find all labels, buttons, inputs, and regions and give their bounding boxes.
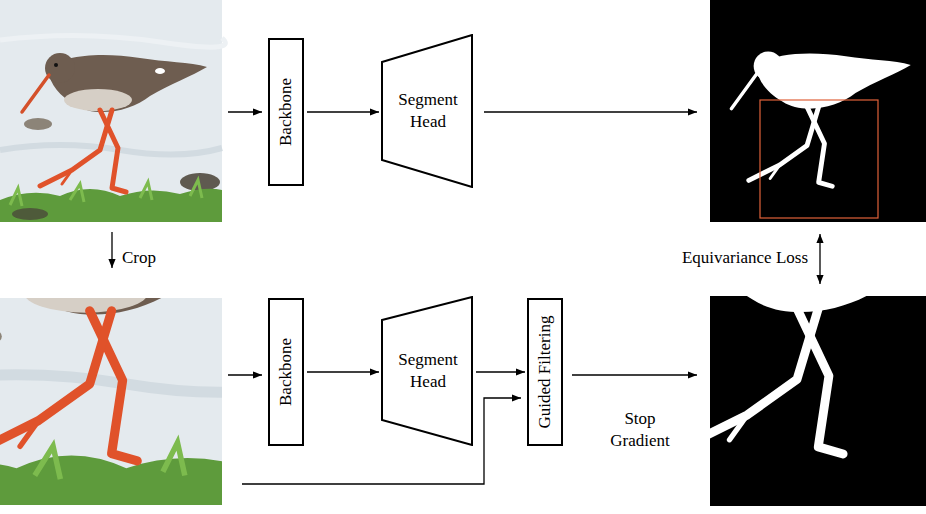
- cropped-photo: [0, 298, 222, 505]
- filter-box: Guided Filtering: [527, 298, 563, 446]
- node-label: Segment Head: [391, 89, 465, 133]
- node-label: Backbone: [276, 338, 296, 406]
- gradient-label: Stop Gradient: [604, 408, 676, 452]
- arrow-connector: [476, 371, 525, 372]
- trapezoid-outline: [381, 34, 473, 188]
- node-label: Guided Filtering: [535, 316, 555, 429]
- trapezoid-outline: [381, 296, 473, 446]
- loss-label: Equivariance Loss: [600, 247, 808, 269]
- node-label: Backbone: [276, 78, 296, 146]
- bird-photo: [0, 0, 225, 222]
- filtered-mask: [710, 296, 926, 506]
- segment-head: Segment Head: [381, 34, 473, 188]
- backbone-box: Backbone: [268, 38, 304, 186]
- segment-head: Segment Head: [381, 296, 473, 446]
- arrow-connector: [307, 371, 379, 372]
- trapezoid-shape: [382, 35, 472, 187]
- trapezoid-shape: [382, 297, 472, 445]
- backbone-box: Backbone: [268, 298, 304, 446]
- node-label: Segment Head: [391, 349, 465, 393]
- arrow-connector: [307, 111, 379, 112]
- segmentation-mask: [710, 0, 926, 222]
- step-label: Crop: [122, 247, 182, 269]
